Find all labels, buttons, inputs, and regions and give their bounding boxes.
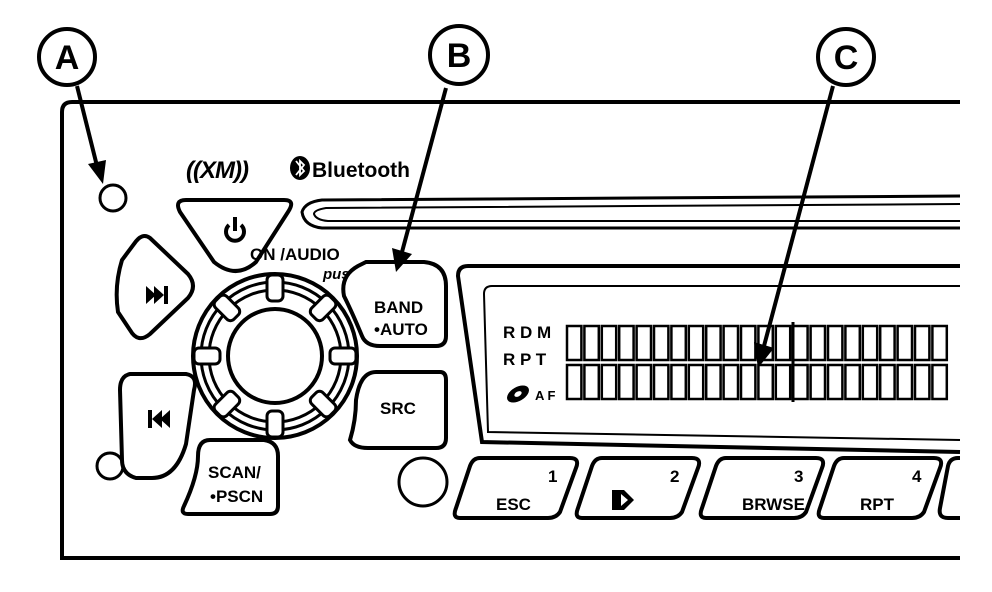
display-cell	[809, 324, 827, 362]
preset-label: ESC	[496, 495, 531, 514]
display-cell	[687, 324, 705, 362]
display-cell	[878, 324, 896, 362]
skip-forward-icon	[146, 286, 168, 304]
display-cell	[826, 363, 844, 401]
display-cell	[844, 363, 862, 401]
volume-knob[interactable]	[191, 272, 359, 440]
display-cell	[826, 324, 844, 362]
knob-center[interactable]	[226, 307, 324, 405]
display-cell	[896, 363, 914, 401]
display-cell	[617, 363, 635, 401]
pscn-label: •PSCN	[210, 487, 263, 506]
display-cell	[600, 324, 618, 362]
svg-text:B: B	[447, 37, 472, 75]
display-cell	[878, 363, 896, 401]
svg-text:((XM)): ((XM))	[186, 157, 249, 184]
display-cell	[704, 363, 722, 401]
display-cell	[791, 363, 809, 401]
power-icon	[224, 217, 246, 243]
display-cell	[809, 363, 827, 401]
knob-grip-marks	[192, 273, 358, 439]
callout-a: A	[37, 27, 97, 87]
band-label: BAND	[374, 298, 423, 317]
display-cell	[652, 324, 670, 362]
preset-number: 2	[670, 467, 679, 486]
display-cell	[774, 363, 792, 401]
faceplate-outline	[60, 100, 960, 560]
ir-sensor	[397, 456, 449, 508]
svg-text:C: C	[834, 39, 859, 77]
seek-forward-button[interactable]	[114, 234, 195, 341]
indicator-light	[98, 183, 128, 213]
display-cell	[913, 324, 931, 362]
display-cell	[583, 324, 601, 362]
preset-label: BRWSE	[742, 495, 805, 514]
display-cell	[600, 363, 618, 401]
status-light	[95, 451, 125, 481]
disc-icon	[507, 385, 529, 403]
display-cell	[774, 324, 792, 362]
preset-number: 3	[794, 467, 803, 486]
preset-button-2[interactable]: 2	[574, 456, 702, 520]
power-button[interactable]	[176, 198, 294, 273]
display-cell	[861, 363, 879, 401]
display-cell	[791, 324, 809, 362]
display-cell	[896, 324, 914, 362]
display-cell	[635, 324, 653, 362]
display-cell	[739, 363, 757, 401]
seek-back-button[interactable]	[117, 372, 197, 480]
display-cell	[739, 324, 757, 362]
display-cell	[931, 324, 949, 362]
callout-c: C	[816, 27, 876, 87]
preset-number: 1	[548, 467, 557, 486]
cd-slot	[300, 194, 961, 230]
display-cell	[670, 363, 688, 401]
display-cell	[913, 363, 931, 401]
display-character-grid	[565, 322, 949, 402]
source-button[interactable]: SRC	[347, 370, 448, 450]
bluetooth-logo: Bluetooth	[290, 156, 410, 182]
display: R D M R P T A F	[455, 264, 961, 454]
display-cell	[652, 363, 670, 401]
knob-label: ON /AUDIO	[250, 245, 340, 264]
indicator-rpt: R P T	[503, 350, 547, 369]
src-label: SRC	[380, 399, 416, 418]
display-cell	[617, 324, 635, 362]
xm-logo: ((XM))	[186, 157, 250, 184]
auto-label: •AUTO	[374, 320, 428, 339]
display-cell	[565, 324, 583, 362]
skip-back-icon	[148, 410, 170, 428]
display-cell	[757, 363, 775, 401]
display-cell	[687, 363, 705, 401]
play-folder-icon	[612, 490, 634, 510]
svg-text:A: A	[55, 39, 80, 77]
display-cell	[583, 363, 601, 401]
svg-text:Bluetooth: Bluetooth	[312, 159, 410, 182]
scan-label: SCAN/	[208, 463, 261, 482]
callout-arrows	[75, 85, 835, 368]
display-cell	[670, 324, 688, 362]
callout-b: B	[428, 24, 490, 86]
scan-button[interactable]: SCAN/ •PSCN	[180, 438, 280, 516]
preset-label: RPT	[860, 495, 895, 514]
preset-number: 4	[912, 467, 922, 486]
preset-button-partial[interactable]	[937, 456, 960, 520]
display-cell	[565, 363, 583, 401]
indicator-rdm: R D M	[503, 323, 551, 342]
indicator-af: A F	[535, 388, 556, 403]
display-cell	[635, 363, 653, 401]
display-cell	[704, 324, 722, 362]
display-cell	[722, 363, 740, 401]
display-cell	[931, 363, 949, 401]
display-cell	[861, 324, 879, 362]
display-cell	[844, 324, 862, 362]
display-cell	[722, 324, 740, 362]
band-auto-button[interactable]: BAND •AUTO	[341, 260, 448, 348]
